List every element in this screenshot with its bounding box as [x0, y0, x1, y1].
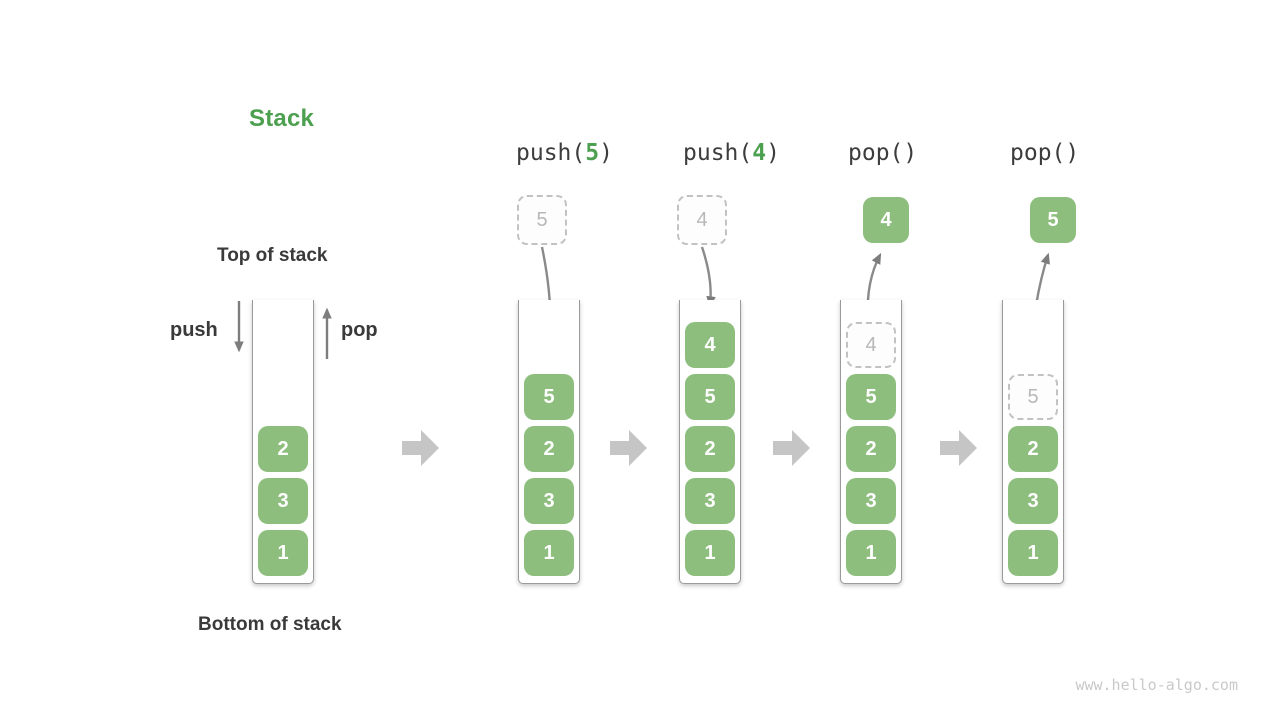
stack-item: 2	[846, 426, 896, 472]
stack-item: 3	[685, 478, 735, 524]
stack-container-after-pop-5: 5 2 3 1	[1002, 300, 1064, 584]
stack-item: 5	[846, 374, 896, 420]
pushed-value-box-4: 4	[677, 195, 727, 245]
op-text: )	[766, 140, 780, 166]
stack-item: 5	[685, 374, 735, 420]
op-arg: 5	[585, 140, 600, 166]
stack-item: 1	[258, 530, 308, 576]
stack-item: 5	[524, 374, 574, 420]
stack-item: 3	[846, 478, 896, 524]
watermark: www.hello-algo.com	[1075, 676, 1238, 694]
stack-item-ghost: 4	[846, 322, 896, 368]
stack-item: 4	[685, 322, 735, 368]
stack-item: 3	[1008, 478, 1058, 524]
stack-item: 1	[1008, 530, 1058, 576]
transition-arrow-icon	[773, 430, 810, 466]
pushed-value-box-5: 5	[517, 195, 567, 245]
op-arg: 4	[752, 140, 767, 166]
stack-item: 2	[685, 426, 735, 472]
transition-arrow-icon	[402, 430, 439, 466]
stack-item: 2	[1008, 426, 1058, 472]
stack-item: 3	[258, 478, 308, 524]
transition-arrow-icon	[610, 430, 647, 466]
op-text: push(	[516, 140, 586, 166]
op-text: pop()	[848, 140, 918, 166]
stack-item: 1	[846, 530, 896, 576]
stack-item: 2	[258, 426, 308, 472]
op-text: push(	[683, 140, 753, 166]
stack-container-after-push-5: 5 2 3 1	[518, 300, 580, 584]
stack-container-initial: 2 3 1	[252, 300, 314, 584]
diagram-title: Stack	[249, 105, 315, 132]
stack-container-after-pop-4: 4 5 2 3 1	[840, 300, 902, 584]
op-label-pop-1: pop()	[848, 140, 917, 166]
popped-value-box-5: 5	[1030, 197, 1076, 243]
popped-value-box-4: 4	[863, 197, 909, 243]
op-label-push-4: push(4)	[683, 140, 780, 166]
stack-item: 3	[524, 478, 574, 524]
push-4-curve-arrow-icon	[700, 246, 716, 308]
push-label: push	[170, 319, 218, 341]
stack-item: 1	[685, 530, 735, 576]
op-text: pop()	[1010, 140, 1080, 166]
stack-item: 1	[524, 530, 574, 576]
op-label-push-5: push(5)	[516, 140, 613, 166]
transition-arrow-icon	[940, 430, 977, 466]
stack-container-after-push-4: 4 5 2 3 1	[679, 300, 741, 584]
op-label-pop-2: pop()	[1010, 140, 1079, 166]
op-text: )	[599, 140, 613, 166]
stack-item: 2	[524, 426, 574, 472]
bottom-of-stack-label: Bottom of stack	[198, 614, 342, 635]
top-of-stack-label: Top of stack	[217, 245, 328, 266]
pop-label: pop	[341, 319, 378, 341]
stack-item-ghost: 5	[1008, 374, 1058, 420]
